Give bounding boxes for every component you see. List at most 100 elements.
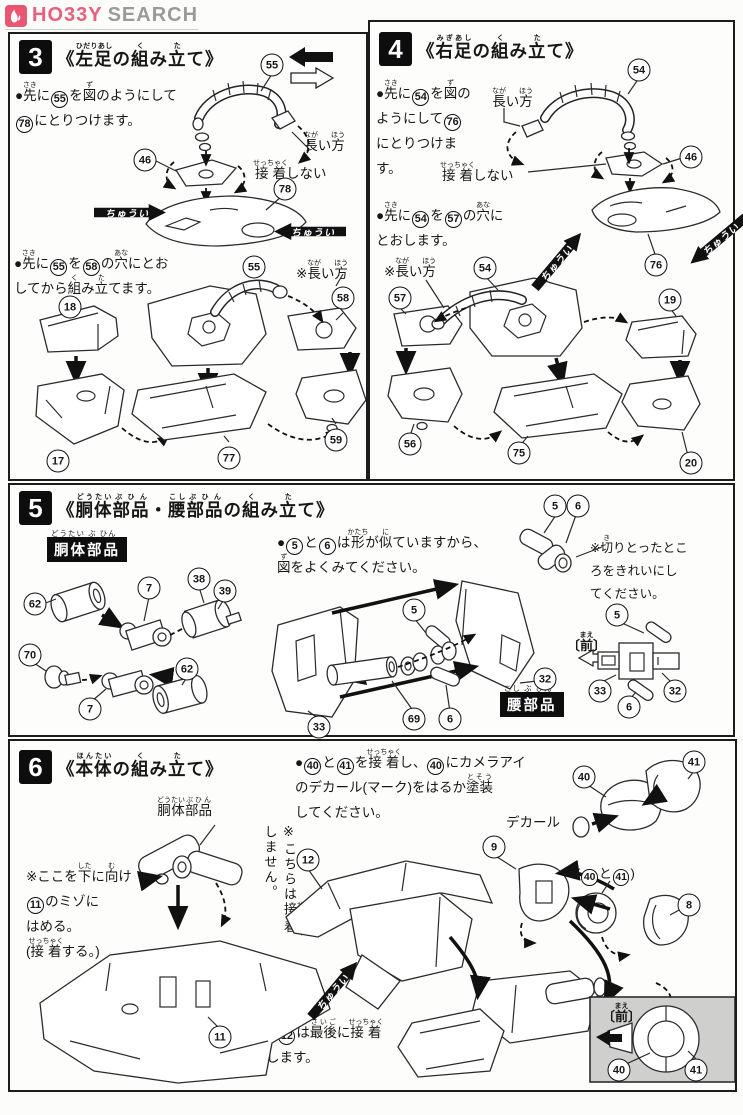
joint-7a-drawing [119,619,172,651]
part-38-39-drawing [181,599,242,639]
sole-75-drawing [493,373,623,439]
part-label-7: 7 [78,697,102,721]
part-label-33: 33 [588,679,612,703]
cut-clean-note: ※切きりとったところをきれいにしてください。 [590,535,688,602]
part-label-40: 40 [572,765,596,789]
joint-7b-drawing [101,669,154,698]
part-label-17: 17 [46,449,70,473]
part-label-62: 62 [23,592,47,616]
base-tray-11-drawing [39,940,331,1084]
part-label-54: 54 [627,58,651,82]
part-label-58: 58 [331,286,355,310]
part-label-11: 11 [208,1025,232,1049]
part-label-41: 41 [684,1058,708,1082]
waist-block-32-drawing [455,580,535,690]
part-label-33: 33 [307,715,331,739]
part-label-46: 46 [679,145,703,169]
part-label-5: 5 [543,494,567,518]
body-parts-badge: 胴体部品 [47,537,127,562]
left-leg-diagram [35,47,366,447]
hobby-search-logo: HO33Y SEARCH [5,4,199,30]
body-parts-label: 胴体どうたい部品ぶひん [157,797,212,818]
part-label-9: 9 [482,835,506,859]
part-label-77: 77 [217,446,241,470]
part-label-20: 20 [679,451,703,475]
logo-hobby-text: HO33Y [32,4,103,26]
foot-17-drawing [35,373,125,445]
part-label-32: 32 [663,679,687,703]
part-label-55: 55 [260,53,284,77]
backpack-12-drawing [285,860,494,1010]
section-3-title: 《左足ひだりあしの組くみ立たて》 [57,43,224,69]
cylinder-62a-drawing [50,581,106,623]
part-label-41: 41 [612,869,630,886]
section-6-title: 《本体ほんたいの組くみ立たて》 [57,753,224,779]
right-leg-diagram [387,77,721,457]
flame-icon [5,5,27,27]
part-label-69: 69 [402,707,426,731]
part-label-5: 5 [402,598,426,622]
part-label-62: 62 [175,657,199,681]
section-3-number: 3 [19,40,52,74]
hose-54-drawing [506,82,637,166]
plate-58-drawing [287,295,357,351]
long-side-note: ※長ながい方ほう [296,260,349,281]
part-label-40: 40 [607,1058,631,1082]
badge-waist-furigana: こし ぶ ひん [504,684,553,693]
base-76-drawing [591,187,721,233]
hose-55-drawing [192,80,312,164]
part-label-57: 57 [388,286,412,310]
foot-20-drawing [621,375,701,431]
no-glue-label: 接着せっちゃくしない [253,160,327,181]
long-side-note: ※長ながい方ほう [384,258,437,279]
part-label-46: 46 [133,148,157,172]
peg-5-6-sample-drawing [519,528,572,573]
part-label-76: 76 [644,253,668,277]
plate-46-drawing [162,151,248,204]
section-4-number: 4 [379,32,412,66]
part-label-40: 40 [581,869,598,886]
leg-center-drawing [431,277,583,357]
part-label-6: 6 [566,494,590,518]
lower-assembly-drawing [397,970,607,1078]
badge-body-furigana: どうたい ぶ ひん [51,529,117,538]
cover-8-drawing [642,894,689,946]
part-label-56: 56 [398,432,422,456]
section-5-title: 《胴体どうたい部品ぶひん・腰こし部品ぶひんの組くみ立たて》 [57,494,335,520]
part-label-12: 12 [296,848,320,872]
part-label-6: 6 [617,695,641,719]
waist-front-view-drawing [577,621,680,701]
part-label-7: 7 [137,576,161,600]
main-body-diagram [39,759,735,1084]
long-side-label: 長ながい方ほう [492,88,533,109]
part-label-70: 70 [18,643,42,667]
cylinder-69-drawing [326,656,398,686]
front-label: 〔前まえ〕 [602,1003,642,1024]
waist-parts-badge: 腰部品 [500,692,564,717]
part-label-55: 55 [242,255,266,279]
torso-waist-diagram [33,514,680,720]
plate-46-drawing [590,148,676,194]
part-label-75: 75 [507,441,531,465]
part-label-8: 8 [677,893,701,917]
decal-label: デカール [506,815,560,830]
logo-search-text: SEARCH [107,4,199,26]
torso-cross-drawing [138,834,243,886]
leg-center-drawing [147,279,288,367]
peg-70-drawing [44,665,82,689]
part-label-19: 19 [658,288,682,312]
part-label-38: 38 [187,567,211,591]
caution-arrow: ちゅうい [274,223,346,240]
foot-59-drawing [295,369,366,433]
thigh-19-drawing [625,315,697,359]
part-label-59: 59 [324,428,348,452]
section-5-box: 5 《胴体どうたい部品ぶひん・腰こし部品ぶひんの組くみ立たて》 どうたい ぶ ひ… [8,483,735,739]
sole-77-drawing [131,373,267,441]
